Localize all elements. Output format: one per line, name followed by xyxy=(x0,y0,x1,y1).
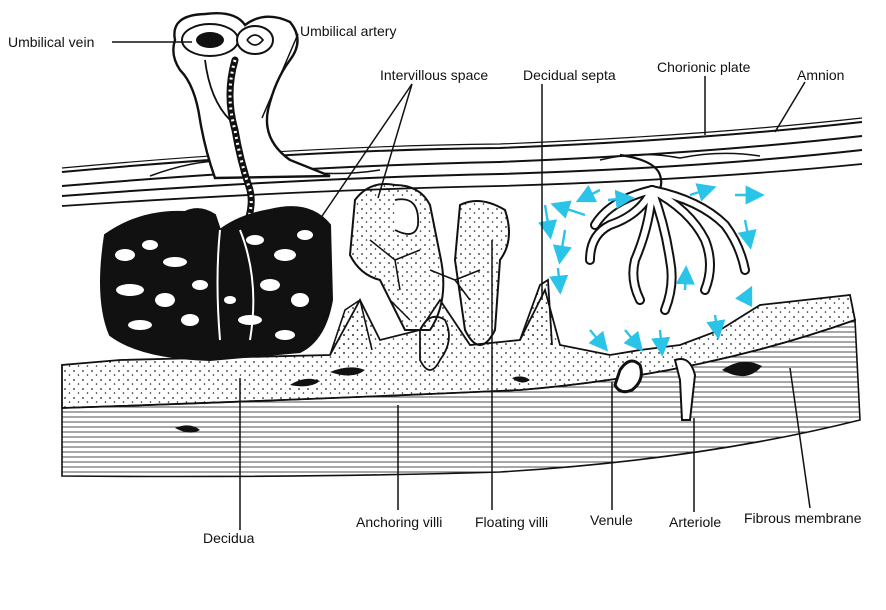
label-anchoring-villi: Anchoring villi xyxy=(356,514,442,530)
chorionic-plate xyxy=(61,121,863,207)
label-floating-villi: Floating villi xyxy=(475,514,548,530)
labels: Umbilical vein Umbilical artery Intervil… xyxy=(8,23,862,546)
venule-shape xyxy=(613,359,643,394)
maternal-flow-arrows xyxy=(538,183,765,357)
label-decidual-septa: Decidual septa xyxy=(523,67,616,83)
umbilical-cord xyxy=(172,11,331,244)
label-umbilical-artery: Umbilical artery xyxy=(300,23,396,39)
label-chorionic-plate: Chorionic plate xyxy=(657,59,751,75)
label-venule: Venule xyxy=(590,512,633,528)
leader-lines xyxy=(112,33,811,530)
label-arteriole: Arteriole xyxy=(669,514,721,530)
label-fibrous-membrane: Fibrous membrane xyxy=(744,510,862,526)
label-intervillous-space: Intervillous space xyxy=(380,67,488,83)
decidua-basalis xyxy=(61,278,857,409)
floating-villous-tree xyxy=(585,153,750,315)
amnion-line xyxy=(61,117,863,169)
label-umbilical-vein: Umbilical vein xyxy=(8,34,94,50)
villous-cotyledon-left xyxy=(100,206,334,362)
anchoring-villi-shapes xyxy=(348,183,510,371)
fibrinoid-patches xyxy=(175,361,762,433)
label-decidua: Decidua xyxy=(203,530,255,546)
label-amnion: Amnion xyxy=(797,67,844,83)
arteriole-shape xyxy=(673,358,697,421)
